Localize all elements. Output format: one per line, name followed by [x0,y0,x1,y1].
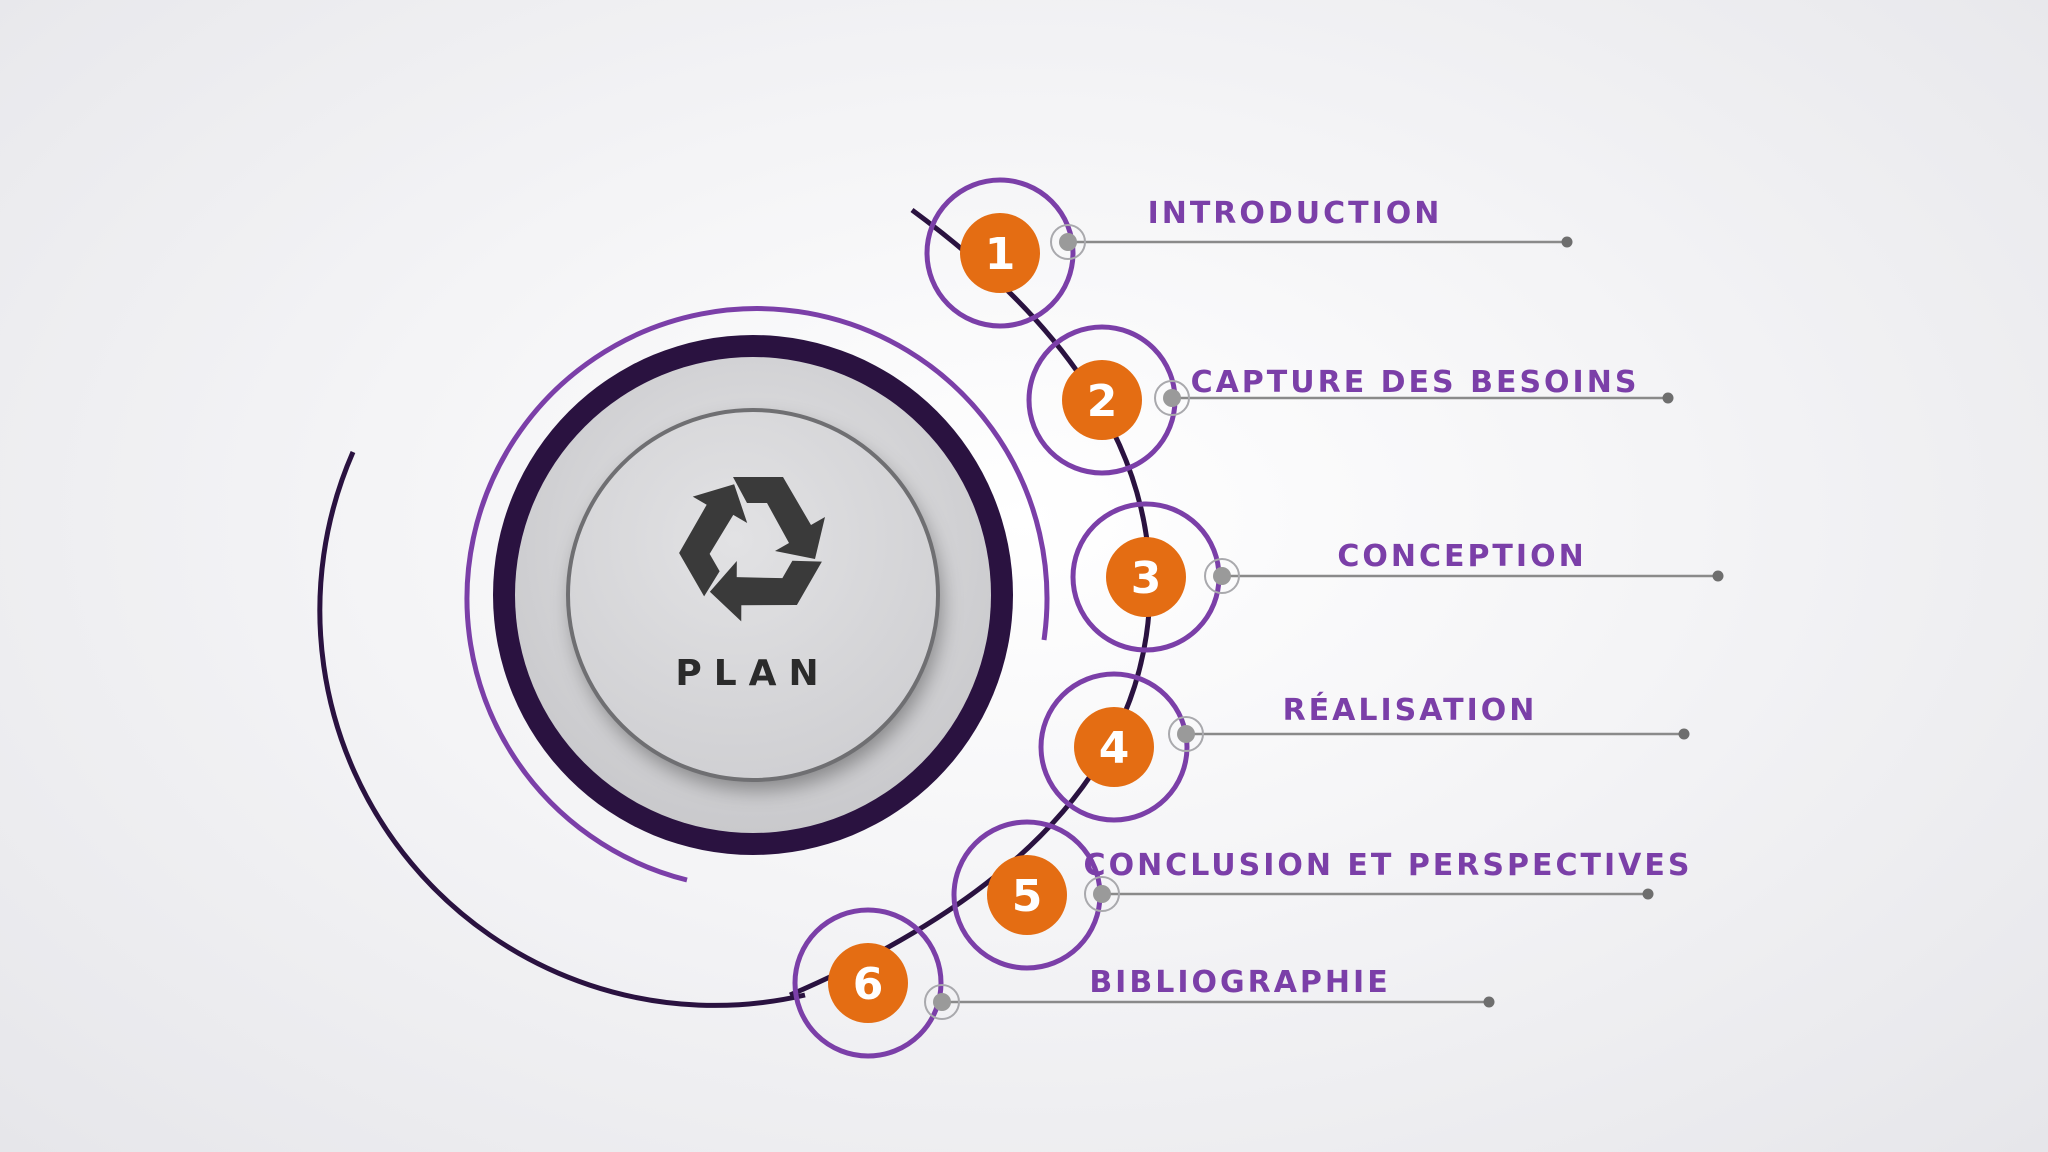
step-badge [828,943,908,1023]
step-badge [1106,537,1186,617]
connector-node-dot [933,993,951,1011]
step-4[interactable]: 4 RÉALISATION [1038,671,1690,823]
step-number: 6 [853,959,884,1010]
step-3[interactable]: 3 CONCEPTION [1070,501,1724,653]
connector-node-dot [1213,567,1231,585]
connector-end-dot [1678,728,1690,740]
step-5[interactable]: 5 CONCLUSION ET PERSPECTIVES [951,819,1693,971]
step-number: 5 [1012,871,1043,922]
step-ring [924,177,1076,329]
connector-node-ring [1050,224,1086,260]
step-ring [792,907,944,1059]
connector-node-dot [1177,725,1195,743]
step-ring [1038,671,1190,823]
connector-node-ring [924,984,960,1020]
connector-end-dot [1483,996,1495,1008]
step-label: CAPTURE DES BESOINS [1191,365,1640,400]
step-label: RÉALISATION [1283,692,1538,728]
step-label: CONCEPTION [1337,539,1586,574]
connector-node-ring [1154,380,1190,416]
step-badge [987,855,1067,935]
step-badge [1062,360,1142,440]
recycle-icon [679,477,825,622]
center-inner-rim [566,408,940,782]
purple-arc [464,306,1050,883]
connector-end-dot [1712,570,1724,582]
connector-end-dot [1642,888,1654,900]
step-label: CONCLUSION ET PERSPECTIVES [1084,848,1693,883]
step-badge [1074,707,1154,787]
outer-arc [317,450,806,1008]
connector-node-ring [1084,876,1120,912]
step-2[interactable]: 2 CAPTURE DES BESOINS [1026,324,1674,476]
connector-node-dot [1163,389,1181,407]
connector-node-dot [1093,885,1111,903]
step-number: 1 [985,229,1016,280]
connector-node-ring [1168,716,1204,752]
step-number: 2 [1087,376,1118,427]
connector-end-dot [1561,236,1573,248]
center-title: PLAN [675,653,830,694]
connector-node-ring [1204,558,1240,594]
step-6[interactable]: 6 BIBLIOGRAPHIE [792,907,1495,1059]
step-number: 4 [1099,723,1130,774]
step-label: INTRODUCTION [1148,196,1443,231]
step-badge [960,213,1040,293]
step-label: BIBLIOGRAPHIE [1089,965,1390,1000]
connector-node-dot [1059,233,1077,251]
step-number: 3 [1131,553,1162,604]
connector-end-dot [1662,392,1674,404]
step-1[interactable]: 1 INTRODUCTION [924,177,1573,329]
